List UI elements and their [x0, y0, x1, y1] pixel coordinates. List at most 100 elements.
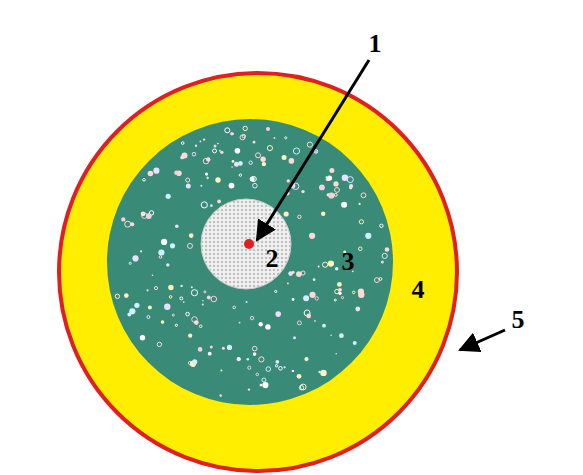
speckle [349, 184, 353, 188]
speckle [201, 202, 207, 208]
speckles [115, 126, 389, 397]
speckle [243, 126, 247, 130]
speckle [303, 295, 309, 301]
speckle [309, 233, 315, 239]
speckle [238, 161, 243, 166]
speckle [211, 296, 217, 302]
speckle [203, 138, 205, 140]
speckle [314, 320, 316, 322]
speckle [164, 304, 170, 310]
speckle [192, 152, 196, 156]
speckle [154, 287, 157, 290]
speckle [322, 324, 326, 328]
speckle [382, 253, 387, 258]
speckle [192, 359, 197, 364]
speckle [148, 306, 152, 310]
speckle [379, 278, 382, 281]
speckle [266, 367, 271, 372]
speckle [180, 297, 183, 300]
speckle [232, 160, 235, 163]
speckle [153, 168, 159, 174]
speckle [147, 289, 149, 291]
speckle [123, 219, 125, 221]
speckle [121, 217, 125, 221]
speckle [140, 335, 145, 340]
speckle [313, 278, 316, 281]
speckle [181, 142, 184, 145]
speckle [285, 137, 287, 139]
speckle [320, 370, 326, 376]
callout-number: 3 [342, 249, 355, 275]
speckle [239, 174, 241, 176]
speckle [219, 394, 222, 397]
speckle [250, 176, 255, 181]
speckle [341, 297, 343, 299]
speckle [207, 295, 211, 299]
callout-number: 1 [369, 31, 382, 57]
speckle [265, 324, 270, 329]
speckle [253, 352, 257, 356]
speckle [246, 301, 248, 303]
speckle [275, 311, 281, 317]
speckle [249, 161, 252, 164]
speckle [329, 168, 334, 173]
speckle [172, 314, 174, 316]
speckle [186, 183, 191, 188]
speckle [239, 322, 241, 324]
callout-number: 5 [512, 307, 525, 333]
speckle [292, 370, 294, 372]
speckle [253, 141, 256, 144]
speckle [237, 357, 241, 361]
speckle [293, 148, 299, 154]
speckle [148, 171, 154, 177]
speckle [337, 282, 342, 287]
speckle [188, 243, 193, 248]
speckle [328, 261, 334, 267]
speckle [361, 193, 366, 198]
speckle [200, 185, 202, 187]
leader-arrow [460, 330, 505, 350]
speckle [202, 300, 204, 302]
speckle [330, 334, 332, 336]
middle-layer [107, 119, 393, 405]
speckle [359, 220, 363, 224]
speckle [297, 321, 301, 325]
speckle [262, 382, 268, 388]
speckle [335, 188, 340, 193]
speckle [194, 320, 199, 325]
speckle [287, 283, 289, 285]
speckle [334, 299, 336, 301]
speckle [129, 262, 131, 264]
speckle [188, 334, 192, 338]
speckle [134, 303, 139, 308]
leader-arrow [257, 60, 369, 240]
speckle [215, 177, 220, 182]
speckle [358, 289, 364, 295]
speckle [213, 149, 217, 153]
speckle [375, 278, 380, 283]
speckle [206, 157, 210, 161]
callout-number: 4 [412, 277, 425, 303]
speckle [339, 333, 344, 338]
speckle [130, 222, 134, 226]
speckle [222, 347, 225, 350]
outer-layer [59, 73, 457, 471]
speckle [342, 175, 348, 181]
speckle [301, 190, 304, 193]
speckle [282, 155, 287, 160]
speckle [198, 347, 203, 352]
speckle [170, 243, 175, 248]
speckle [300, 384, 306, 390]
speckle [182, 153, 188, 159]
speckle [174, 171, 178, 175]
inner-layer [201, 199, 291, 289]
speckle [328, 192, 334, 198]
speckle [304, 357, 308, 361]
speckle [298, 215, 301, 218]
speckle [380, 224, 383, 227]
speckle [252, 346, 257, 351]
speckle [225, 128, 230, 133]
speckle [284, 211, 289, 216]
